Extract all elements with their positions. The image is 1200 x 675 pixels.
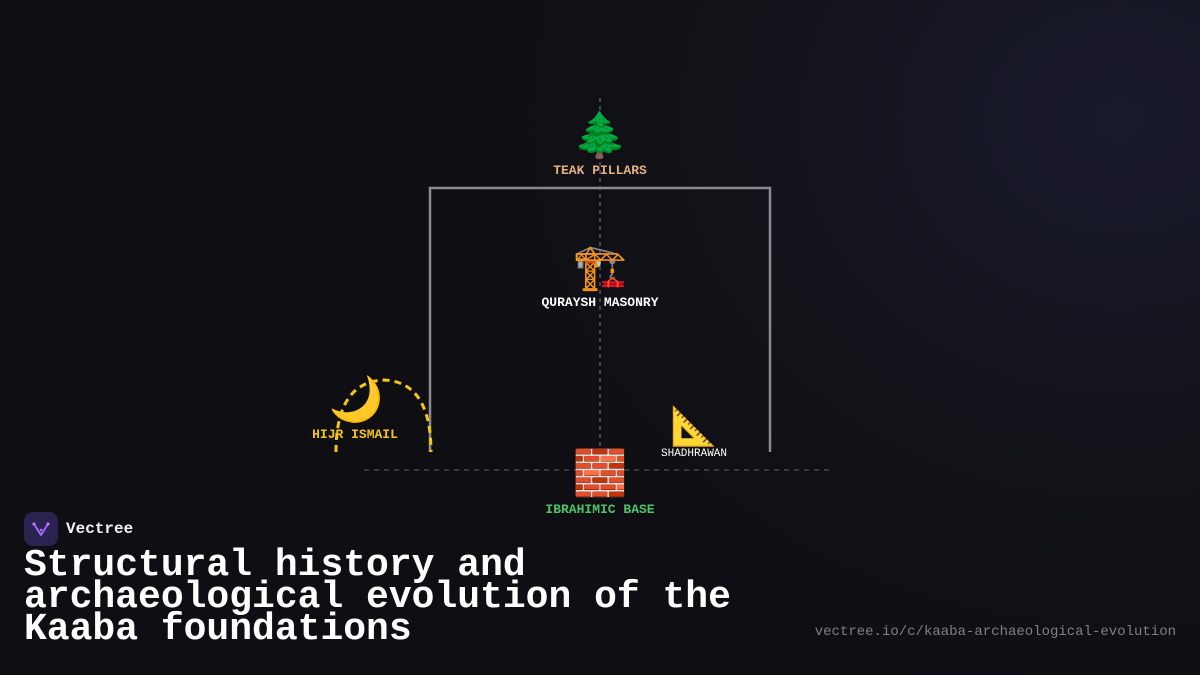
triangular-ruler-icon: 📐 xyxy=(670,404,718,448)
brand-name: Vectree xyxy=(66,520,134,538)
brand[interactable]: Vectree xyxy=(24,512,133,546)
kaaba-outline xyxy=(428,186,772,452)
quraysh-masonry-label: QURAYSH MASONRY xyxy=(541,295,659,310)
page-title: Structural history and archaeological ev… xyxy=(24,544,731,651)
teak-pillars-label: TEAK PILLARS xyxy=(553,163,647,178)
crescent-moon-icon: 🌙 xyxy=(328,374,384,425)
source-url[interactable]: vectree.io/c/kaaba-archaeological-evolut… xyxy=(814,624,1176,640)
ibrahimic-base-label: IBRAHIMIC BASE xyxy=(545,502,655,517)
construction-crane-icon: 🏗️ xyxy=(572,242,628,293)
shadhrawan-label: SHADHRAWAN xyxy=(660,448,728,460)
evergreen-tree-icon: 🌲 xyxy=(572,110,628,161)
hijr-ismail-arc xyxy=(334,378,433,453)
vectree-logo-icon xyxy=(24,512,58,546)
hijr-ismail-label: HIJR ISMAIL xyxy=(312,427,398,442)
brick-icon: 🧱 xyxy=(572,448,628,499)
